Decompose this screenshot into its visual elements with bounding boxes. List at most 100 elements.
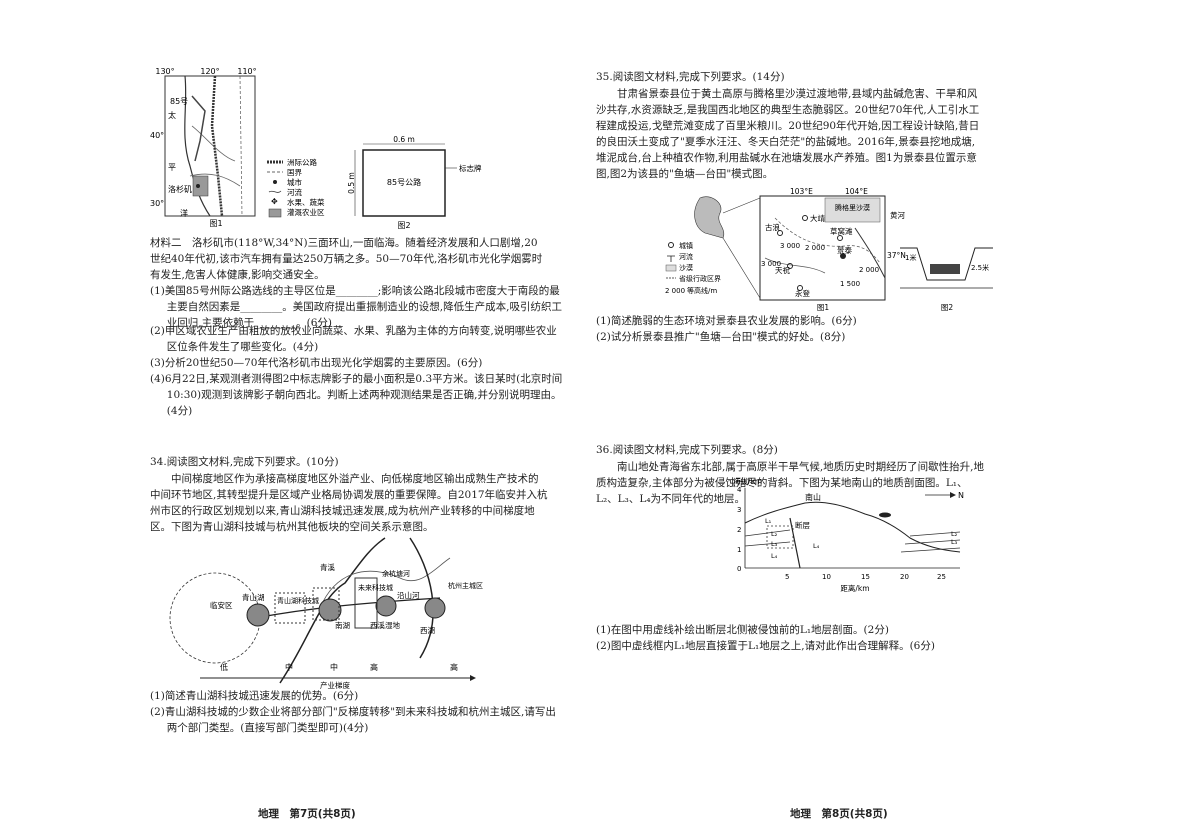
lat-label: 40° xyxy=(150,131,164,140)
legend-label: 等高线/m xyxy=(687,286,717,295)
map-place: 古浪 xyxy=(765,222,780,232)
place-label: 平 xyxy=(168,163,176,172)
stratum-label: L₄ xyxy=(771,552,778,560)
legend-label: 国界 xyxy=(287,168,302,177)
q34-heading: 34.阅读图文材料,完成下列要求。(10分) xyxy=(150,456,339,468)
sign-text: 85号公路 xyxy=(387,177,421,187)
usa-west-map: 130° 120° 110° 40° 30° 85号 太 平 洛杉矶 洋 图1 xyxy=(150,67,257,228)
x-tick: 15 xyxy=(861,573,870,581)
place-label: 85号 xyxy=(170,97,188,106)
map-place: 景泰 xyxy=(837,245,852,255)
page-footer-right: 地理 第8页(共8页) xyxy=(790,808,888,820)
legend-label: 河流 xyxy=(679,252,693,261)
fig2-label: 2.5米 xyxy=(971,263,989,272)
map-lon-label: 104°E xyxy=(845,187,868,196)
profile-xlabel: 距离/km xyxy=(840,583,869,593)
legend-label: 洲际公路 xyxy=(287,157,317,167)
q35-heading: 35.阅读图文材料,完成下列要求。(14分) xyxy=(596,71,785,83)
y-tick: 3 xyxy=(737,506,741,514)
legend-label: 城市 xyxy=(287,177,302,187)
sign-height-label: 0.5 m xyxy=(347,172,356,194)
q35-paragraph: 甘肃省景泰县位于黄土高原与腾格里沙漠过渡地带,县域内盐碱危害、干旱和风沙共存,水… xyxy=(596,88,980,180)
x-tick: 10 xyxy=(822,573,831,581)
gradient-label: 高 xyxy=(450,662,458,672)
north-label: N xyxy=(958,491,964,500)
q36-item-2: (2)图中虚线框内L₁地层直接置于L₁地层之上,请对此作出合理解释。(6分) xyxy=(596,640,935,652)
map-lat-label: 37°N xyxy=(887,251,906,260)
map-place: 天祝 xyxy=(775,265,790,275)
place-label: 洋 xyxy=(180,208,188,218)
q35-item-1: (1)简述脆弱的生态环境对景泰县农业发展的影响。(6分) xyxy=(596,315,857,327)
map-place: 草窝滩 xyxy=(830,226,853,236)
contour-label: 3 000 xyxy=(761,260,781,268)
diagram-label: 青山湖科技城 xyxy=(277,596,319,605)
map-place: 黄河 xyxy=(890,210,905,220)
place-label: 太 xyxy=(168,110,176,120)
contour-label: 1 500 xyxy=(840,280,860,288)
stratum-label: L₃ xyxy=(771,540,778,548)
legend-label: 河流 xyxy=(287,187,302,197)
fig2-label: 1米 xyxy=(905,253,916,262)
map-place: 永登 xyxy=(795,288,810,298)
q34-item-1: (1)简述青山湖科技城迅速发展的优势。(6分) xyxy=(150,690,359,702)
vegetable-icon: ✥ xyxy=(271,197,278,206)
diagram-label: 杭州主城区 xyxy=(448,581,483,590)
legend-contour-value: 2 000 xyxy=(665,287,685,295)
stratum-label: L₂ xyxy=(771,530,778,538)
gradient-label: 中 xyxy=(285,662,293,672)
stratum-label: L₃ xyxy=(951,538,958,546)
q34-item-2: (2)青山湖科技城的少数企业将部分部门"反梯度转移"到未来科技城和杭州主城区,请… xyxy=(150,706,556,734)
legend-label: 省级行政区界 xyxy=(679,274,721,283)
figure-caption: 图2 xyxy=(397,221,410,230)
gradient-label: 高 xyxy=(370,662,378,672)
sign-width-label: 0.6 m xyxy=(393,135,415,144)
q33-item-4: (4)6月22日,某观测者测得图2中标志牌影子的最小面积是0.3平方米。该日某时… xyxy=(150,373,563,417)
legend-label: 沙漠 xyxy=(679,263,693,272)
page-footer-left: 地理 第7页(共8页) xyxy=(258,808,356,820)
gradient-label: 中 xyxy=(330,662,338,672)
diagram-label: 沿山河 xyxy=(397,590,420,600)
gradient-axis-label: 产业梯度 xyxy=(320,680,350,690)
stratum-label: L₄ xyxy=(813,542,820,550)
figure-caption: 图1 xyxy=(817,303,829,312)
fault-label: 断层 xyxy=(795,520,810,530)
q36-heading: 36.阅读图文材料,完成下列要求。(8分) xyxy=(596,444,778,456)
diagram-label: 余杭塘河 xyxy=(382,569,410,578)
contour-label: 2 000 xyxy=(805,244,825,252)
mountain-label: 南山 xyxy=(805,492,821,502)
x-tick: 25 xyxy=(937,573,946,581)
stratum-label: L₁ xyxy=(765,517,772,525)
x-tick: 20 xyxy=(900,573,909,581)
y-tick: 2 xyxy=(737,526,741,534)
qingshanhu-diagram: 青山湖 青山湖科技城 临安区 青溪 余杭塘河 未来科技城 南湖 沿山河 西溪湿地… xyxy=(169,537,483,690)
map-lon-label: 103°E xyxy=(790,187,813,196)
q36-item-1: (1)在图中用虚线补绘出断层北侧被侵蚀前的L₁地层剖面。(2分) xyxy=(596,624,889,636)
q33-item-3: (3)分析20世纪50—70年代洛杉矶市出现光化学烟雾的主要原因。(6分) xyxy=(150,357,483,369)
stratum-label: L₂ xyxy=(951,530,958,538)
q36-paragraph: 南山地处青海省东北部,属于高原半干旱气候,地质历史时期经历了间歇性抬升,地质构造… xyxy=(596,461,985,505)
geologic-profile: 海拔/km 4 3 2 1 0 5 10 15 20 25 距离/km N 南山… xyxy=(733,476,964,593)
highway-sign-figure: 0.6 m 0.5 m 85号公路 标志牌 图2 xyxy=(347,135,482,230)
diagram-label: 南湖 xyxy=(335,620,350,630)
figure-caption: 图2 xyxy=(941,303,953,312)
place-label: 洛杉矶 xyxy=(168,184,192,194)
lat-label: 30° xyxy=(150,199,164,208)
material-two: 材料二 洛杉矶市(118°W,34°N)三面环山,一面临海。随着经济发展和人口剧… xyxy=(150,237,543,281)
lon-label: 130° xyxy=(155,67,174,76)
y-tick: 1 xyxy=(737,546,741,554)
legend-label: 灌溉农业区 xyxy=(287,207,325,217)
legend-label: 水果、蔬菜 xyxy=(287,197,325,207)
lon-label: 110° xyxy=(237,67,256,76)
sign-pointer: 标志牌 xyxy=(459,163,482,173)
contour-label: 2 000 xyxy=(859,266,879,274)
diagram-label: 未来科技城 xyxy=(358,583,393,592)
map1-legend: ✥ 洲际公路 国界 城市 河流 水果、蔬菜 灌溉农业区 xyxy=(267,157,325,218)
diagram-label: 西溪湿地 xyxy=(370,620,400,630)
diagram-label: 青山湖 xyxy=(242,592,265,602)
y-tick: 4 xyxy=(737,486,742,494)
contour-label: 3 000 xyxy=(780,242,800,250)
legend-label: 城镇 xyxy=(679,241,693,250)
q35-item-2: (2)试分析景泰县推广"鱼塘—台田"模式的好处。(8分) xyxy=(596,331,846,343)
y-tick: 0 xyxy=(737,565,741,573)
map-place: 大靖 xyxy=(810,213,825,223)
